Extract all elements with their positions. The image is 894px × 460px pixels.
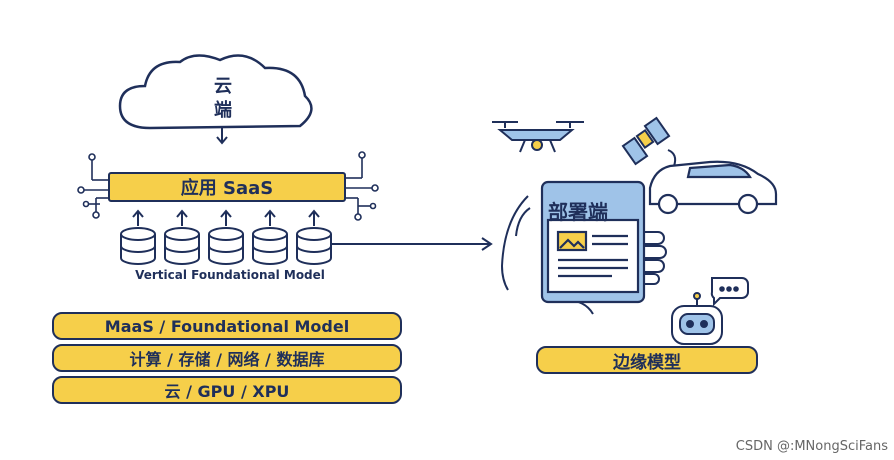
up-arrow-icon xyxy=(220,209,232,226)
up-arrow-icon xyxy=(132,209,144,226)
database-icon xyxy=(208,227,244,265)
up-arrow-icon xyxy=(176,209,188,226)
layer-infra: 计算 / 存储 / 网络 / 数据库 xyxy=(52,344,402,372)
layer-label: MaaS / Foundational Model xyxy=(104,316,350,336)
right-arrow-icon xyxy=(332,237,493,251)
drone-icon xyxy=(492,121,584,153)
up-arrow-icon xyxy=(264,209,276,226)
saas-label: 应用 SaaS xyxy=(180,178,274,199)
car-icon xyxy=(648,160,778,215)
up-arrows xyxy=(132,209,320,226)
cloud-label-1: 云 xyxy=(214,76,232,97)
saas-box: 应用 SaaS xyxy=(108,172,346,202)
tablet-icon xyxy=(540,180,646,304)
circuit-left-icon xyxy=(77,153,108,219)
layer-label: 计算 / 存储 / 网络 / 数据库 xyxy=(129,350,325,369)
database-icon xyxy=(296,227,332,265)
edge-model-box: 边缘模型 xyxy=(536,346,758,374)
deploy-label: 部署端 xyxy=(548,200,608,224)
up-arrow-icon xyxy=(308,209,320,226)
database-icon xyxy=(164,227,200,265)
watermark: CSDN @:MNongSciFans xyxy=(735,439,888,454)
layer-hardware: 云 / GPU / XPU xyxy=(52,376,402,404)
satellite-icon xyxy=(621,116,677,167)
cloud-icon xyxy=(118,54,313,130)
robot-icon xyxy=(671,292,723,345)
layer-label: 云 / GPU / XPU xyxy=(164,382,290,401)
edge-label: 边缘模型 xyxy=(613,352,681,373)
circuit-right-icon xyxy=(346,151,379,221)
database-cylinders xyxy=(120,227,332,265)
cloud-label-2: 端 xyxy=(214,100,232,121)
down-arrow-icon xyxy=(216,128,228,145)
model-label: Vertical Foundational Model xyxy=(135,268,325,282)
database-icon xyxy=(120,227,156,265)
database-icon xyxy=(252,227,288,265)
chat-bubble-icon xyxy=(710,277,749,307)
layer-maas: MaaS / Foundational Model xyxy=(52,312,402,340)
